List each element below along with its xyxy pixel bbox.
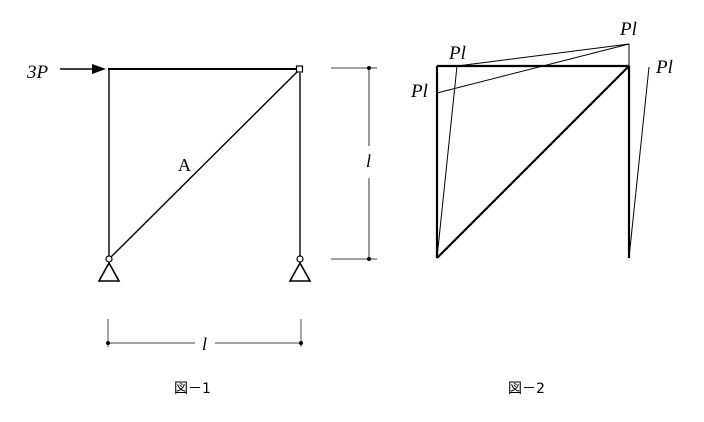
height-dimension (331, 66, 377, 261)
pin-joint-top-right (295, 65, 304, 73)
figure-2-caption: 図－2 (508, 381, 545, 397)
figure-1-caption: 図－1 (174, 381, 211, 397)
left-pin-support (97, 255, 121, 282)
bmd-diagonal (436, 65, 630, 259)
moment-line-beam-lower (436, 43, 630, 94)
moment-label-pl: Pl (619, 19, 637, 40)
right-pin-support (288, 255, 312, 282)
moment-line-left-column (436, 65, 458, 259)
moment-label-pl: Pl (655, 57, 673, 78)
moment-line-right-column (628, 66, 650, 259)
moment-label-pl: Pl (448, 43, 466, 64)
figure-1: 3P A l (26, 62, 377, 397)
member-label-a: A (178, 155, 191, 175)
figure-2: Pl Pl Pl Pl 図－2 (410, 19, 673, 397)
span-dimension (106, 319, 303, 347)
diagonal-brace-a (110, 71, 298, 258)
moment-line-beam-upper (456, 43, 630, 67)
moment-label-pl: Pl (410, 81, 428, 102)
horizontal-load-arrow (60, 64, 106, 74)
span-label-l: l (202, 334, 207, 354)
load-label-3p: 3P (26, 62, 49, 83)
height-label-l: l (366, 151, 371, 171)
